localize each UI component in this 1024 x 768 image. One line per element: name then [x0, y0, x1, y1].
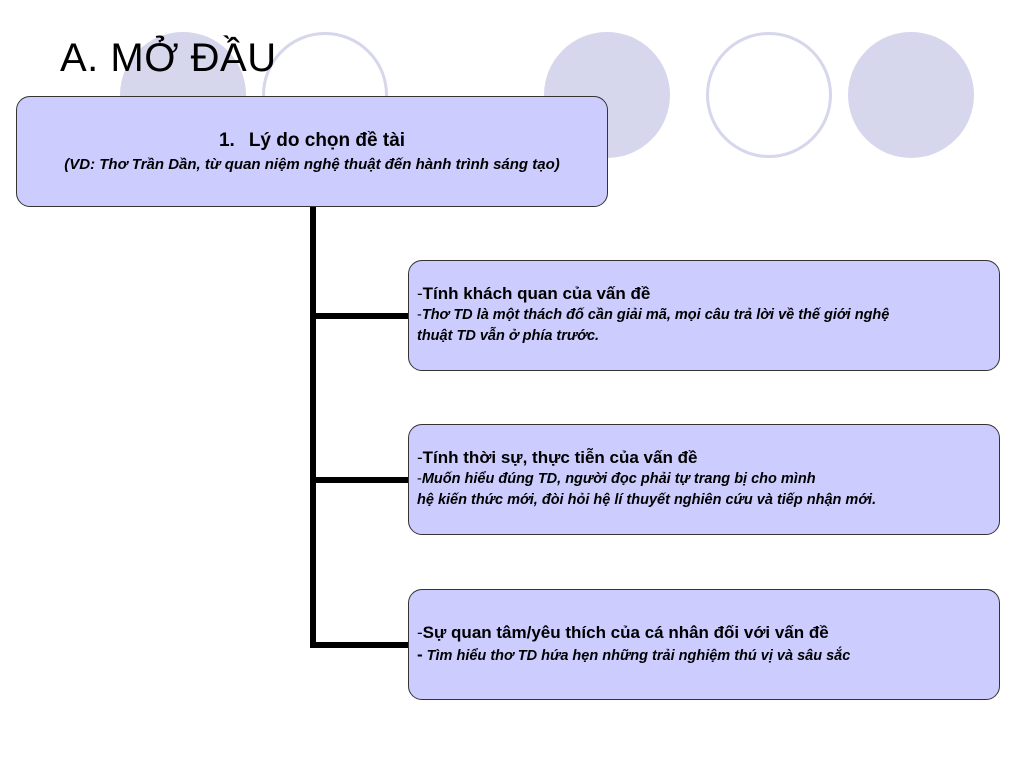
reason-description-line: hệ kiến thức mới, đòi hỏi hệ lí thuyết n… [417, 492, 877, 508]
reason-heading: -Tính thời sự, thực tiễn của vấn đề [417, 448, 698, 467]
reason-box-personal-interest: -Sự quan tâm/yêu thích của cá nhân đối v… [408, 589, 1000, 700]
reason-description-line: Muốn hiểu đúng TD, người đọc phải tự tra… [421, 471, 816, 487]
decor-circle-filled-3 [848, 32, 974, 158]
main-topic-number: 1. [218, 130, 235, 151]
reason-box-objectivity: -Tính khách quan của vấn đề -Thơ TD là m… [408, 260, 1000, 371]
main-topic-label: Lý do chọn đề tài [248, 130, 406, 151]
main-topic-heading: 1. Lý do chọn đề tài [219, 130, 405, 152]
reason-description: -Tìm hiểu thơ TD hứa hẹn những trải nghi… [417, 645, 851, 664]
reason-heading: -Sự quan tâm/yêu thích của cá nhân đối v… [417, 623, 829, 642]
branch-connector-3 [310, 642, 410, 648]
main-topic-subtitle: (VD: Thơ Trần Dần, từ quan niệm nghệ thu… [64, 156, 560, 173]
branch-connector-2 [310, 477, 410, 483]
reason-description: -Muốn hiểu đúng TD, người đọc phải tự tr… [417, 471, 877, 508]
reason-heading-text: Sự quan tâm/yêu thích của cá nhân đối vớ… [422, 623, 829, 642]
main-topic-box: 1. Lý do chọn đề tài (VD: Thơ Trần Dần, t… [16, 96, 608, 207]
reason-box-topicality: -Tính thời sự, thực tiễn của vấn đề -Muố… [408, 424, 1000, 535]
reason-description-line: thuật TD vẫn ở phía trước. [417, 328, 600, 344]
trunk-connector [310, 207, 316, 648]
branch-connector-1 [310, 313, 410, 319]
slide-title: A. MỞ ĐẦU [60, 36, 277, 80]
reason-description-line: Tìm hiểu thơ TD hứa hẹn những trải nghiệ… [426, 648, 851, 664]
reason-heading-text: Tính thời sự, thực tiễn của vấn đề [422, 448, 698, 467]
reason-description: -Thơ TD là một thách đố cần giải mã, mọi… [417, 307, 890, 344]
reason-description-line: Thơ TD là một thách đố cần giải mã, mọi … [421, 307, 890, 323]
reason-heading-text: Tính khách quan của vấn đề [422, 284, 651, 303]
reason-heading: -Tính khách quan của vấn đề [417, 284, 651, 303]
decor-circle-ring-2 [706, 32, 832, 158]
